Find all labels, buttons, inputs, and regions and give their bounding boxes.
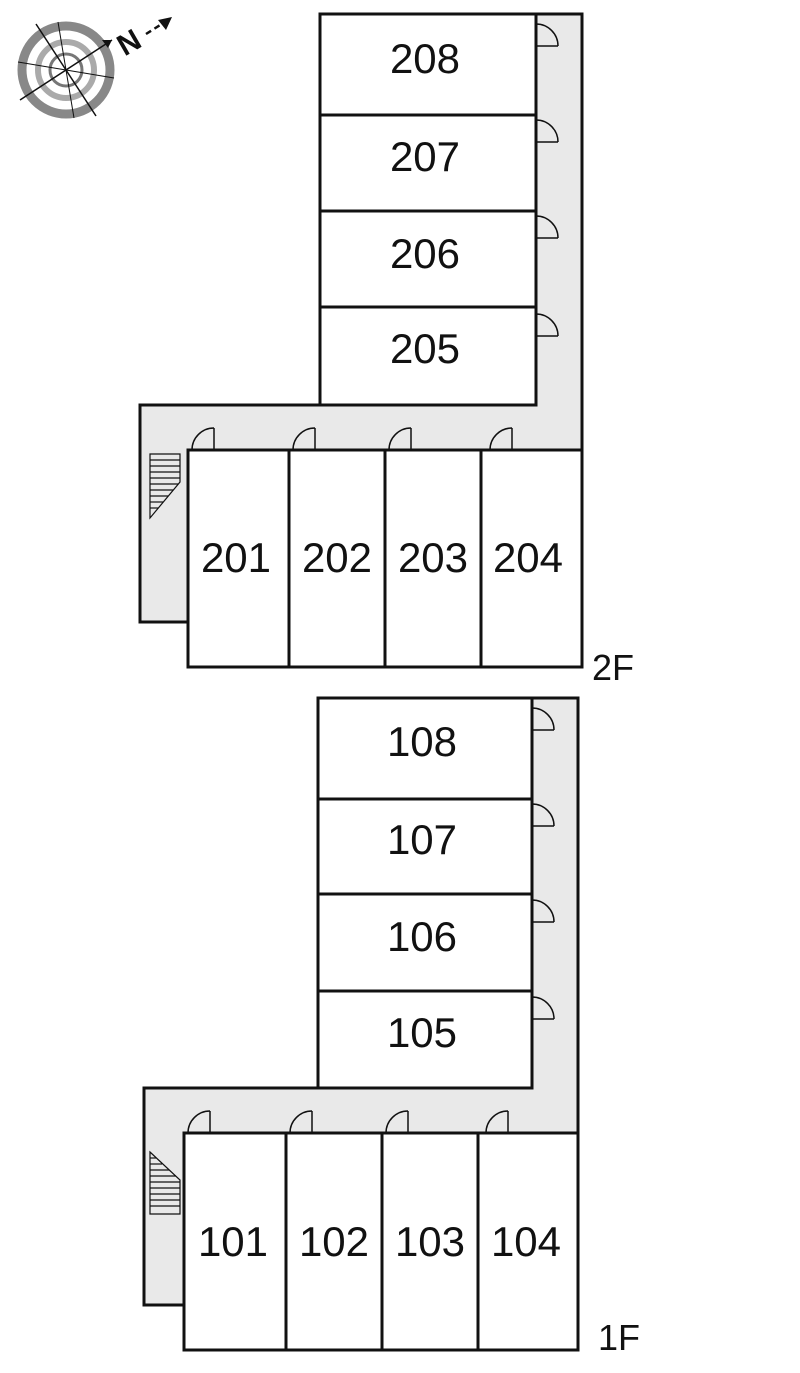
door-icon (289, 1110, 313, 1134)
room-label: 202 (302, 534, 372, 581)
room-206[interactable]: 206 (318, 209, 538, 309)
room-102[interactable]: 102 (284, 1131, 384, 1352)
room-208[interactable]: 208 (318, 12, 538, 117)
room-label: 102 (299, 1218, 369, 1265)
door-icon (531, 707, 555, 731)
room-label: 106 (387, 913, 457, 960)
room-103[interactable]: 103 (380, 1131, 480, 1352)
compass-icon: N (17, 17, 172, 119)
room-104[interactable]: 104 (476, 1131, 580, 1352)
floor-1f: 108 107 106 105 101 102 103 104 (142, 696, 640, 1358)
room-label: 107 (387, 816, 457, 863)
door-icon (535, 215, 559, 239)
room-label: 208 (390, 35, 460, 82)
room-207[interactable]: 207 (318, 113, 538, 213)
room-204[interactable]: 204 (479, 448, 584, 669)
floor-label: 2F (592, 647, 634, 688)
door-icon (531, 803, 555, 827)
floor-2f: 208 207 206 205 201 202 203 204 (138, 12, 634, 688)
compass-north-letter: N (112, 23, 147, 62)
room-label: 206 (390, 230, 460, 277)
room-label: 105 (387, 1009, 457, 1056)
door-icon (385, 1110, 409, 1134)
room-101[interactable]: 101 (182, 1131, 288, 1352)
stairs-icon (149, 453, 181, 520)
room-205[interactable]: 205 (318, 305, 538, 407)
door-icon (535, 23, 559, 47)
door-icon (531, 996, 555, 1020)
floor-label: 1F (598, 1317, 640, 1358)
door-icon (489, 427, 513, 451)
room-label: 207 (390, 133, 460, 180)
door-icon (388, 427, 412, 451)
room-201[interactable]: 201 (186, 448, 291, 669)
room-106[interactable]: 106 (316, 892, 534, 993)
window-marks (200, 40, 583, 668)
door-icon (485, 1110, 509, 1134)
door-icon (191, 427, 215, 451)
room-label: 203 (398, 534, 468, 581)
door-icon (292, 427, 316, 451)
room-label: 201 (201, 534, 271, 581)
room-label: 205 (390, 325, 460, 372)
room-105[interactable]: 105 (316, 989, 534, 1090)
room-202[interactable]: 202 (287, 448, 387, 669)
room-107[interactable]: 107 (316, 797, 534, 896)
room-203[interactable]: 203 (383, 448, 483, 669)
door-icon (187, 1110, 211, 1134)
room-label: 204 (493, 534, 563, 581)
room-label: 104 (491, 1218, 561, 1265)
room-label: 101 (198, 1218, 268, 1265)
door-icon (535, 313, 559, 337)
stairs-icon (149, 1150, 181, 1215)
window-marks (196, 722, 579, 1351)
room-label: 103 (395, 1218, 465, 1265)
room-label: 108 (387, 718, 457, 765)
door-icon (535, 119, 559, 143)
door-icon (531, 899, 555, 923)
room-108[interactable]: 108 (316, 696, 534, 801)
